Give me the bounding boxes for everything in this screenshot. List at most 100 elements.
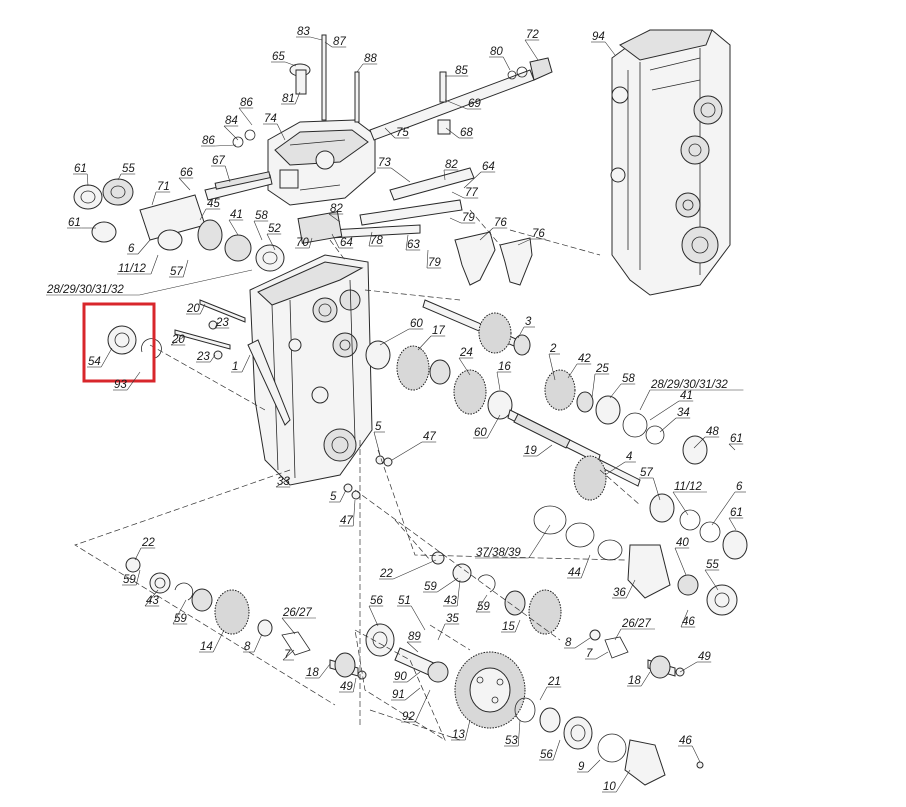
callout-leader-c79a [449, 217, 462, 224]
lower-center-assembly [365, 551, 704, 786]
callout-leader-c42 [567, 363, 578, 379]
callout-leader-c92 [414, 689, 431, 723]
callout-c94: 94 [592, 31, 605, 43]
callout-c43b: 43 [444, 595, 457, 607]
callout-leader-c24 [458, 357, 471, 376]
callout-c73: 73 [378, 157, 391, 169]
callout-c64b: 64 [340, 237, 353, 249]
callout-c49a: 49 [340, 681, 353, 693]
callout-c79a: 79 [462, 212, 475, 224]
callout-c69: 69 [468, 98, 481, 110]
callout-c4: 4 [626, 451, 632, 463]
callout-leader-c48 [693, 436, 706, 449]
callout-c8b: 8 [565, 637, 572, 649]
callout-c79b: 79 [428, 257, 441, 269]
callout-leader-c23a [214, 321, 219, 329]
callout-leader-c2832b [639, 389, 651, 411]
callout-c55a: 55 [122, 163, 135, 175]
callout-c88: 88 [364, 53, 377, 65]
callout-leader-c21 [539, 686, 548, 701]
callout-c55b: 55 [706, 559, 719, 571]
shafts-top [204, 34, 553, 239]
callout-leader-c54 [100, 347, 113, 368]
callout-c49b: 49 [698, 651, 711, 663]
callout-c22a: 22 [141, 537, 155, 549]
callout-leader-c16 [496, 371, 501, 391]
callout-leader-c20b [170, 335, 186, 346]
callout-c75: 75 [396, 127, 409, 139]
callout-c59d: 59 [477, 601, 490, 613]
callout-c16: 16 [498, 361, 511, 373]
callout-c20b: 20 [171, 334, 185, 346]
callout-c57b: 57 [640, 467, 653, 479]
callout-c57a: 57 [170, 266, 183, 278]
callout-c6b: 6 [736, 481, 743, 493]
callout-leader-c82a [443, 169, 446, 181]
callout-c47b: 47 [340, 515, 353, 527]
bolts-20-23 [174, 299, 291, 426]
callout-leader-c59d [475, 594, 488, 613]
callout-c93: 93 [114, 379, 127, 391]
callout-leader-c57b [652, 477, 661, 501]
callout-leader-c6b [711, 491, 736, 526]
callout-leader-c93 [126, 371, 141, 391]
callout-c7b: 7 [586, 648, 593, 660]
shift-forks-76 [297, 211, 533, 286]
callout-c61b: 61 [68, 217, 81, 229]
callout-c19: 19 [524, 445, 537, 457]
callout-leader-c81 [294, 91, 301, 105]
callout-c51: 51 [398, 595, 411, 607]
callout-c65: 65 [272, 51, 285, 63]
callout-leader-c43a [144, 589, 159, 607]
callout-c82b: 82 [330, 203, 343, 215]
callout-c60b: 60 [474, 427, 487, 439]
callout-c87: 87 [333, 36, 346, 48]
callout-leader-c67 [224, 165, 231, 183]
callout-c22b: 22 [379, 568, 393, 580]
callout-c81: 81 [282, 93, 295, 105]
callout-c18a: 18 [306, 667, 319, 679]
callout-leader-c80 [502, 56, 511, 71]
callout-leader-c34 [659, 417, 677, 433]
callout-c35: 35 [446, 613, 459, 625]
callout-c23a: 23 [215, 317, 229, 329]
callout-leader-c60b [486, 414, 501, 439]
callout-leader-c56a [368, 605, 379, 627]
callout-c85: 85 [455, 65, 468, 77]
callout-c67: 67 [212, 155, 225, 167]
callout-leader-c2627b [614, 628, 622, 641]
callout-leader-c69 [444, 99, 468, 110]
callout-leader-c66 [178, 177, 191, 191]
callout-leader-c73 [391, 167, 411, 183]
callout-leader-c41b [649, 400, 680, 421]
callout-leader-c47b [352, 499, 356, 527]
callout-leader-c64a [463, 171, 482, 189]
callout-leader-c59c [172, 599, 187, 625]
callout-leader-c6a [137, 239, 151, 255]
callout-c71: 71 [157, 181, 170, 193]
callout-c52: 52 [268, 223, 281, 235]
callout-leader-c84 [223, 125, 239, 141]
callout-c2627b: 26/27 [621, 618, 651, 630]
callout-c77: 77 [465, 187, 478, 199]
callout-c58a: 58 [255, 210, 268, 222]
callout-c23b: 23 [196, 351, 210, 363]
callout-c21: 21 [547, 676, 561, 688]
callout-c1: 1 [232, 361, 238, 373]
callout-c5a: 5 [375, 421, 382, 433]
callout-leader-c1 [241, 354, 251, 373]
callout-leader-c68 [445, 127, 460, 139]
callout-c25: 25 [595, 363, 609, 375]
callout-leader-c18a [318, 663, 331, 679]
callout-leader-c79b [426, 249, 429, 269]
callout-leader-c78 [368, 231, 373, 247]
callout-c20a: 20 [186, 303, 200, 315]
callout-c61c: 61 [730, 433, 743, 445]
callout-c56b: 56 [540, 749, 553, 761]
callout-leader-c70 [308, 237, 313, 249]
callout-leader-c2832a [139, 269, 253, 296]
callout-c40: 40 [676, 537, 689, 549]
callout-c2627a: 26/27 [282, 607, 312, 619]
callout-c9: 9 [578, 761, 585, 773]
callout-leader-c22b [393, 559, 437, 580]
